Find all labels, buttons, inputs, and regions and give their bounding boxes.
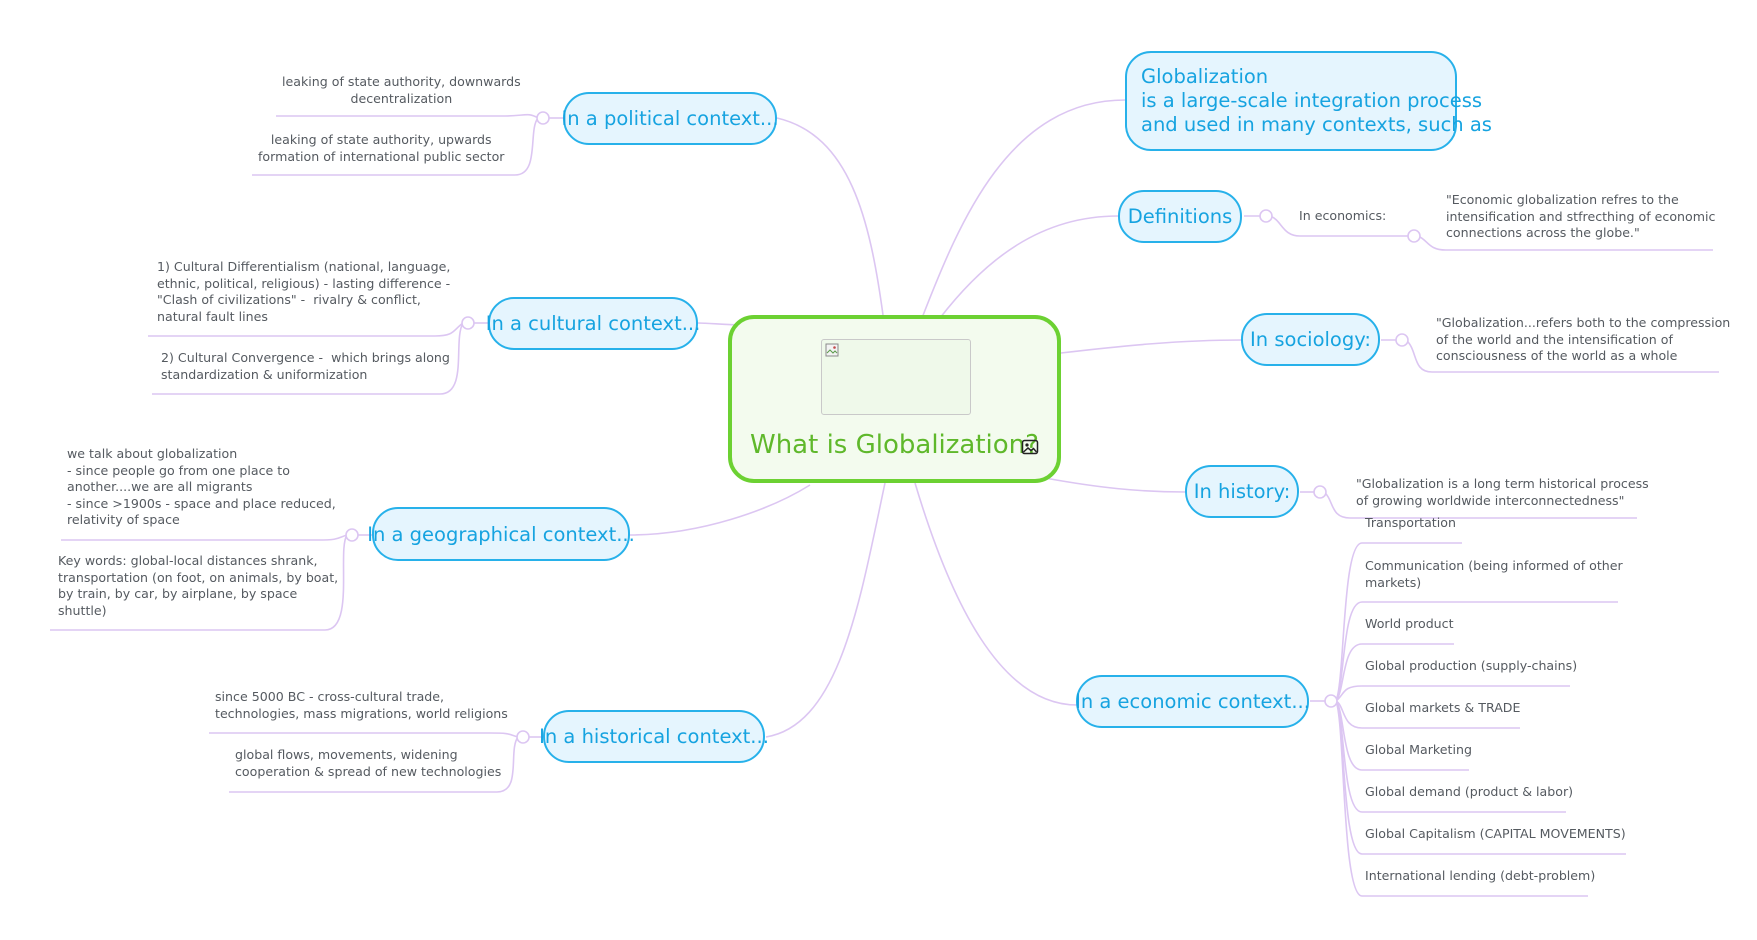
economic-item[interactable]: Global production (supply-chains) xyxy=(1365,658,1578,673)
topic-sociology[interactable]: In sociology: xyxy=(1241,313,1380,366)
subtopic-economic-globalization-quote[interactable]: "Economic globalization refres to the in… xyxy=(1446,192,1716,240)
topic-economic[interactable]: In a economic context... xyxy=(1075,675,1310,728)
subtopic-history-quote[interactable]: "Globalization is a long term historical… xyxy=(1356,476,1649,508)
topic-history[interactable]: In history: xyxy=(1185,465,1299,518)
topic-cultural[interactable]: In a cultural context... xyxy=(486,297,700,350)
central-image xyxy=(821,339,971,415)
economic-item[interactable]: Transportation xyxy=(1365,515,1456,530)
topic-globalization[interactable]: Globalization is a large-scale integrati… xyxy=(1125,51,1492,151)
political-item[interactable]: leaking of state authority, upwards form… xyxy=(258,132,505,164)
economic-item[interactable]: Communication (being informed of other m… xyxy=(1365,558,1623,590)
geographical-item[interactable]: Key words: global-local distances shrank… xyxy=(58,553,339,618)
subtopic-sociology-quote[interactable]: "Globalization...refers both to the comp… xyxy=(1436,315,1731,363)
political-item[interactable]: leaking of state authority, downwards de… xyxy=(282,74,521,106)
economic-item[interactable]: World product xyxy=(1365,616,1454,631)
economic-item[interactable]: Global Capitalism (CAPITAL MOVEMENTS) xyxy=(1365,826,1626,841)
cultural-item[interactable]: 1) Cultural Differentialism (national, l… xyxy=(157,259,451,324)
broken-image-icon xyxy=(825,343,839,357)
central-title: What is Globalization? xyxy=(750,430,1039,460)
economic-item[interactable]: Global demand (product & labor) xyxy=(1365,784,1574,799)
topic-historical[interactable]: In a historical context... xyxy=(539,710,769,763)
geographical-item[interactable]: we talk about globalization - since peop… xyxy=(67,446,336,527)
economic-item[interactable]: International lending (debt-problem) xyxy=(1365,868,1596,883)
economic-item[interactable]: Global Marketing xyxy=(1365,742,1472,757)
topic-geographical[interactable]: In a geographical context... xyxy=(367,507,635,561)
subtopic-in-economics[interactable]: In economics: xyxy=(1299,208,1387,223)
historical-item[interactable]: global flows, movements, widening cooper… xyxy=(235,747,502,779)
historical-item[interactable]: since 5000 BC - cross-cultural trade, te… xyxy=(215,689,508,721)
topic-political[interactable]: In a political context... xyxy=(561,92,779,145)
central-topic[interactable]: What is Globalization? xyxy=(728,315,1061,483)
topic-definitions[interactable]: Definitions xyxy=(1118,190,1242,243)
economic-item[interactable]: Global markets & TRADE xyxy=(1365,700,1521,715)
image-icon[interactable] xyxy=(1021,439,1039,455)
cultural-item[interactable]: 2) Cultural Convergence - which brings a… xyxy=(161,350,450,382)
